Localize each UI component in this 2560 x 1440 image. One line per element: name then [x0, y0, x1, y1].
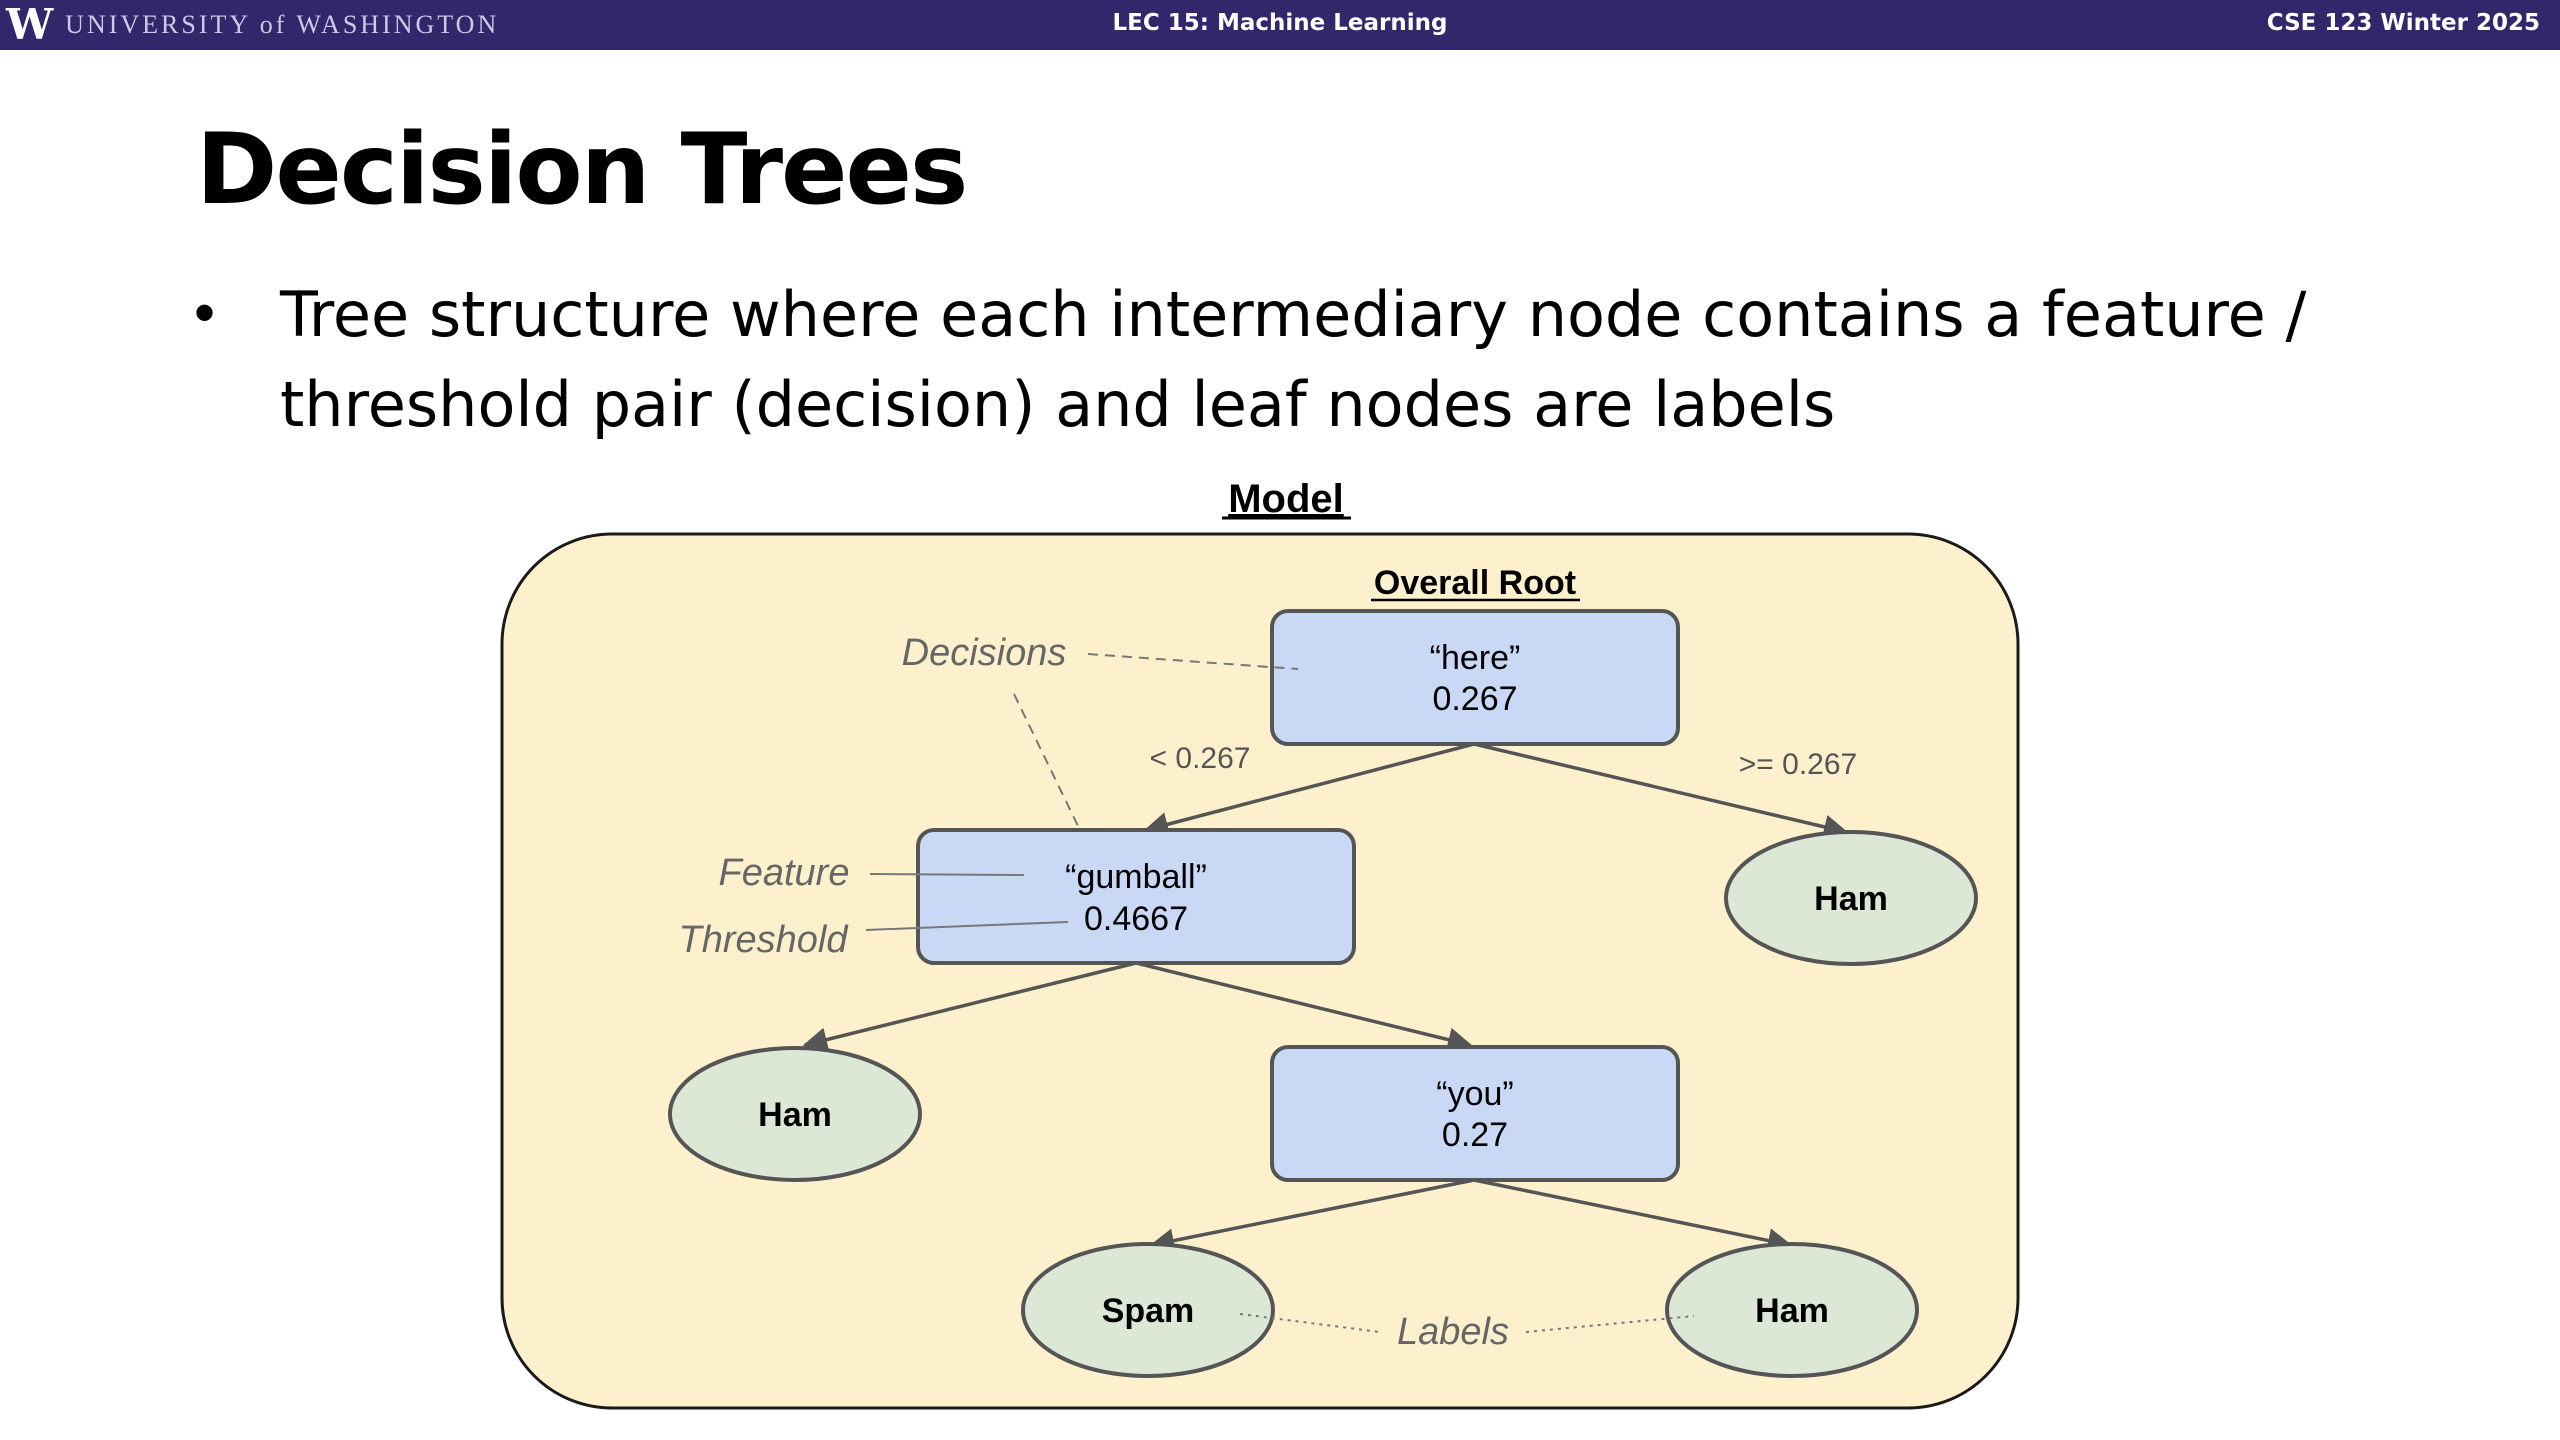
model-panel [500, 532, 2020, 1410]
root-feature: “here” [1430, 639, 1521, 677]
overall-root-caption: Overall Root [1374, 564, 1576, 602]
leaf-spam-label: Spam [1102, 1292, 1195, 1330]
decision-node-root-box [1270, 609, 1680, 746]
edge-root-gumball [1143, 742, 1475, 837]
course-name: CSE 123 Winter 2025 [2266, 10, 2540, 36]
decision-node-root: “here” 0.267 [1270, 609, 1680, 746]
leaf-ham-left-label: Ham [758, 1096, 832, 1134]
leaf-ham-bottom-shape [1665, 1242, 1919, 1378]
edge-you-spam [1149, 1178, 1475, 1253]
slide-title: Decision Trees [196, 113, 968, 227]
decision-node-you: “you” 0.27 [1270, 1045, 1680, 1182]
annotation-labels: Labels [1397, 1311, 1509, 1353]
leader-threshold [865, 921, 1069, 931]
leaf-node-spam: Spam [1021, 1242, 1275, 1378]
leaf-node-ham-left: Ham [668, 1046, 922, 1182]
uw-logo: W UNIVERSITY of WASHINGTON [0, 0, 499, 50]
edge-root-ham [1473, 742, 1849, 839]
bullet-icon: • [194, 279, 216, 346]
gumball-feature: “gumball” [1065, 858, 1207, 896]
uw-w-icon: W [6, 0, 54, 49]
edge-gumball-you [1135, 961, 1473, 1052]
leader-decisions-root [1087, 653, 1299, 670]
edge-label-less: < 0.267 [1150, 742, 1251, 775]
edge-you-ham [1473, 1178, 1793, 1253]
annotation-feature: Feature [719, 852, 850, 894]
gumball-threshold: 0.4667 [1084, 900, 1188, 938]
leader-decisions-gumball [1013, 693, 1079, 827]
you-feature: “you” [1436, 1075, 1513, 1113]
institution-name: UNIVERSITY of WASHINGTON [65, 10, 500, 39]
leaf-node-ham-bottom: Ham [1665, 1242, 1919, 1378]
leaf-spam-shape [1021, 1242, 1275, 1378]
decision-node-gumball: “gumball” 0.4667 [916, 828, 1356, 965]
decision-node-gumball-box [916, 828, 1356, 965]
lecture-title: LEC 15: Machine Learning [1112, 10, 1448, 36]
leaf-ham-right-label: Ham [1814, 880, 1888, 918]
edge-label-greater-equal: >= 0.267 [1739, 748, 1857, 781]
root-threshold: 0.267 [1432, 680, 1517, 718]
leaf-node-ham-right: Ham [1724, 830, 1978, 966]
you-threshold: 0.27 [1442, 1116, 1508, 1154]
leaf-ham-bottom-label: Ham [1755, 1292, 1829, 1330]
decision-node-you-box [1270, 1045, 1680, 1182]
bullet-text: Tree structure where each intermediary n… [280, 278, 2307, 441]
leaf-ham-right-shape [1724, 830, 1978, 966]
header-bar: W UNIVERSITY of WASHINGTON LEC 15: Machi… [0, 0, 2560, 50]
annotation-threshold: Threshold [679, 919, 850, 961]
leaf-ham-left-shape [668, 1046, 922, 1182]
annotation-decisions: Decisions [902, 632, 1067, 674]
edge-gumball-ham [802, 961, 1137, 1052]
model-title: Model [1228, 477, 1344, 521]
leader-feature [869, 873, 1025, 876]
